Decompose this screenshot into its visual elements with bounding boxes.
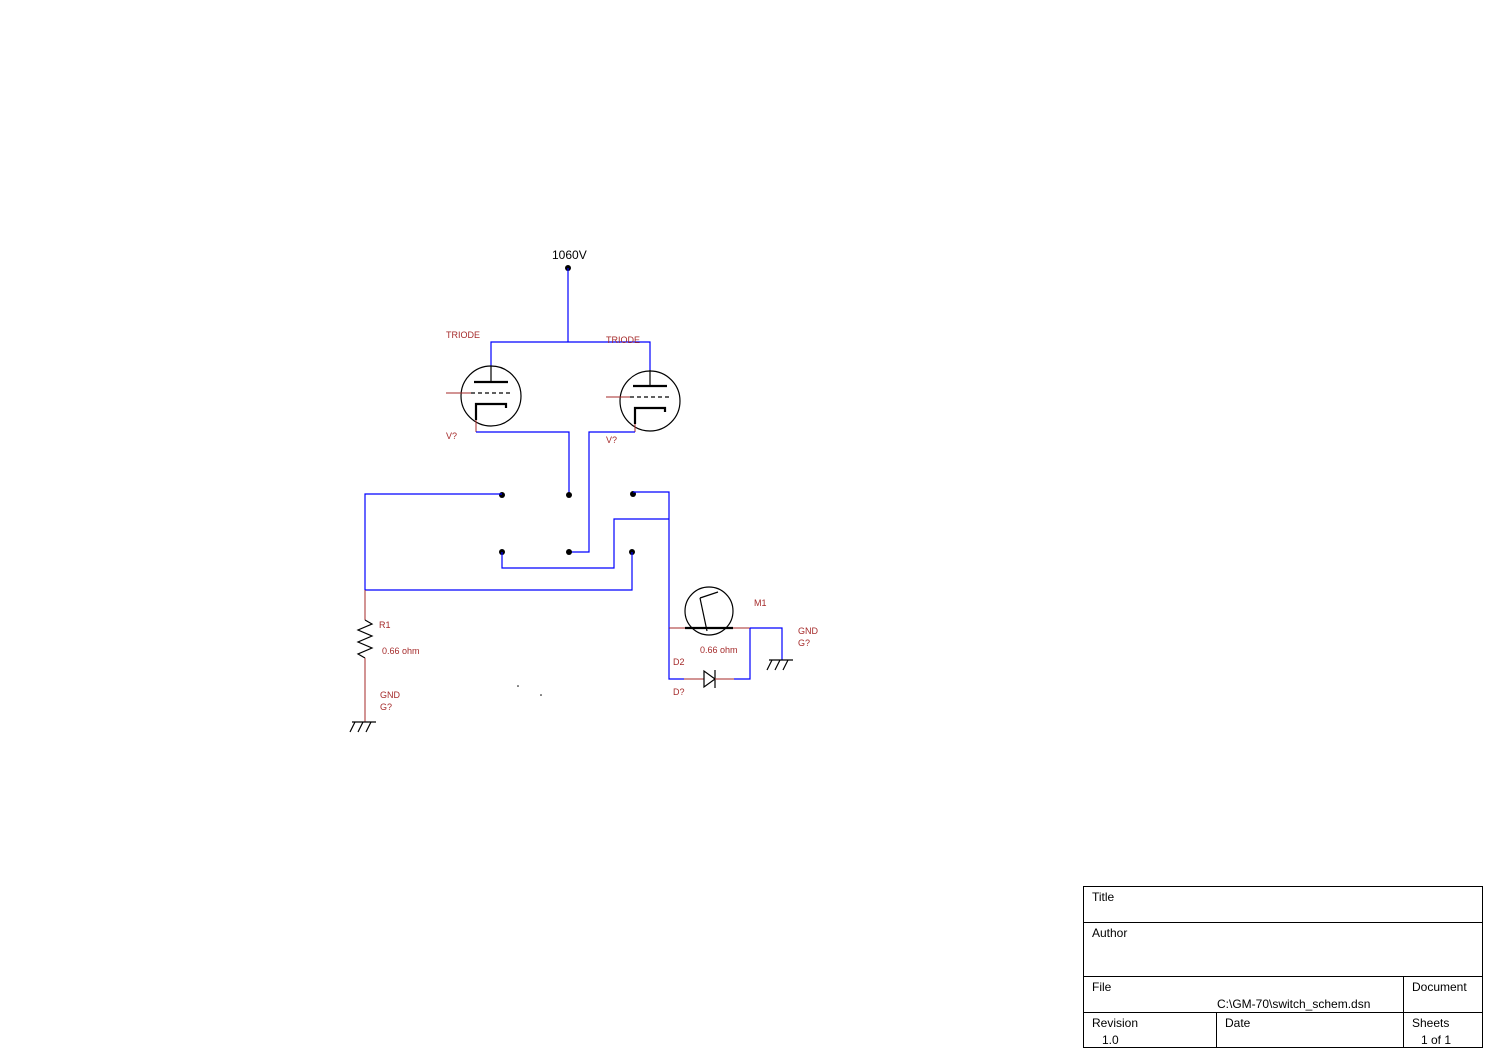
diode-ref-label: D2 xyxy=(673,657,685,667)
author-row[interactable]: Author xyxy=(1084,923,1482,977)
diode-anode-wire[interactable] xyxy=(668,628,684,680)
switch-contacts[interactable] xyxy=(499,491,636,555)
resistor-ref-label: R1 xyxy=(379,620,391,630)
ground-2-ref-label: G? xyxy=(798,638,810,648)
plate-bus-wire[interactable] xyxy=(490,341,651,370)
diode-cathode-wire[interactable] xyxy=(734,628,751,680)
cathode-wiring[interactable] xyxy=(476,431,635,553)
sheets-cell[interactable]: Sheets 1 of 1 xyxy=(1404,1013,1482,1047)
triode-tube-2[interactable]: TRIODE V? xyxy=(606,335,681,445)
file-caption: File xyxy=(1092,980,1112,994)
meter-m1[interactable]: M1 0.66 ohm xyxy=(669,586,767,655)
tube-2-ref-label: V? xyxy=(606,435,617,445)
switch-contact-bottom-middle[interactable] xyxy=(566,549,572,555)
resistor-bus-wire[interactable] xyxy=(365,552,633,591)
title-block: Title Author File C:\GM-70\switch_schem.… xyxy=(1083,886,1483,1048)
tube-2-type-label: TRIODE xyxy=(606,335,640,345)
resistor-r1[interactable]: R1 0.66 ohm xyxy=(356,590,420,722)
date-caption: Date xyxy=(1225,1016,1251,1030)
ground-2-hatch xyxy=(774,659,781,671)
switch-contact-top-middle[interactable] xyxy=(566,492,572,498)
meter-ground-wiring[interactable] xyxy=(668,627,783,680)
title-row[interactable]: Title xyxy=(1084,887,1482,923)
diode-part-label: D? xyxy=(673,687,685,697)
ground-1-hatch xyxy=(349,721,356,733)
file-cell[interactable]: File C:\GM-70\switch_schem.dsn xyxy=(1084,977,1404,1013)
stray-dot xyxy=(540,694,542,696)
title-caption: Title xyxy=(1092,890,1115,904)
ground-1-hatch xyxy=(365,721,372,733)
stray-dot xyxy=(517,685,519,687)
revision-cell[interactable]: Revision 1.0 xyxy=(1084,1013,1217,1047)
tube-1-cathode-wire[interactable] xyxy=(476,431,570,495)
ground-2-hatch xyxy=(766,659,773,671)
ground-1-ref-label: G? xyxy=(380,702,392,712)
document-caption: Document xyxy=(1412,980,1467,994)
ground-1-net-label: GND xyxy=(380,690,401,700)
tube-1-type-label: TRIODE xyxy=(446,330,480,340)
ground-symbol-1[interactable]: GND G? xyxy=(349,690,401,733)
tube-2-cathode-wire[interactable] xyxy=(569,431,635,553)
diode-d2[interactable]: D2 D? xyxy=(673,657,734,697)
ground-2-hatch xyxy=(782,659,789,671)
resistor-zigzag xyxy=(356,619,374,659)
file-value: C:\GM-70\switch_schem.dsn xyxy=(1217,997,1371,1011)
tube-2-cathode xyxy=(633,406,667,424)
author-caption: Author xyxy=(1092,926,1128,940)
ground-2-net-label: GND xyxy=(798,626,819,636)
meter-scale xyxy=(699,591,719,599)
meter-ground-wire[interactable] xyxy=(750,627,783,660)
supply-net[interactable]: 1060V xyxy=(490,248,651,370)
switch-wiring[interactable] xyxy=(364,491,670,628)
meter-ref-label: M1 xyxy=(754,598,767,608)
triode-tube-1[interactable]: TRIODE V? xyxy=(446,330,522,441)
date-cell[interactable]: Date xyxy=(1217,1013,1404,1047)
sheets-value: 1 of 1 xyxy=(1421,1033,1452,1047)
meter-value-label: 0.66 ohm xyxy=(700,645,738,655)
sheets-caption: Sheets xyxy=(1412,1016,1450,1030)
resistor-value-label: 0.66 ohm xyxy=(382,646,420,656)
document-cell[interactable]: Document xyxy=(1404,977,1482,1013)
ground-symbol-2[interactable]: GND G? xyxy=(766,626,819,671)
tube-1-cathode xyxy=(474,402,508,420)
revision-value: 1.0 xyxy=(1102,1033,1119,1047)
tube-1-ref-label: V? xyxy=(446,431,457,441)
meter-needle xyxy=(699,597,708,632)
ground-1-hatch xyxy=(357,721,364,733)
diode-triangle xyxy=(703,669,717,689)
revision-caption: Revision xyxy=(1092,1016,1139,1030)
meter-bus-wire[interactable] xyxy=(501,518,669,569)
supply-voltage-label: 1060V xyxy=(552,248,587,262)
left-switch-wire[interactable] xyxy=(364,493,502,590)
meter-feed-wire[interactable] xyxy=(633,491,670,628)
switch-contact-top-left[interactable] xyxy=(499,492,505,498)
meter-body xyxy=(684,586,734,636)
